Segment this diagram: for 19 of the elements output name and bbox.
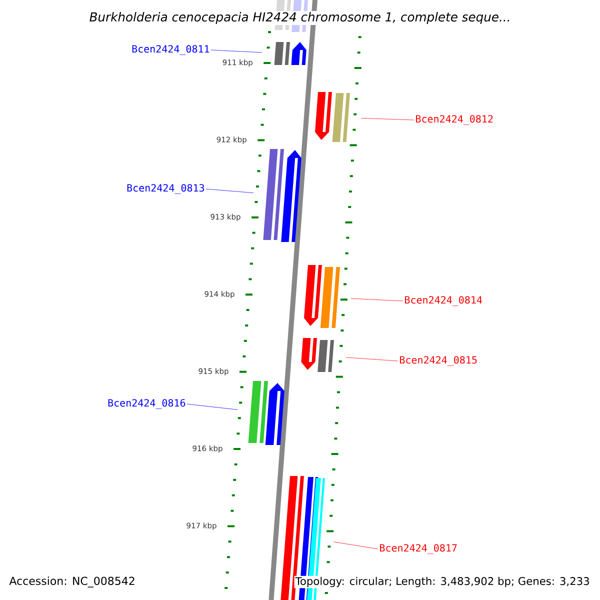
- gene-bar: [274, 42, 290, 65]
- gene-label: Bcen2424_0815: [400, 356, 477, 366]
- leader-line: [186, 404, 238, 410]
- gene-bar: [320, 267, 340, 328]
- leader-line: [350, 298, 404, 302]
- gene-label: Bcen2424_0811: [132, 45, 210, 55]
- gene-label: Bcen2424_0816: [108, 399, 186, 409]
- leader-line: [210, 50, 262, 53]
- gene-bar: [318, 340, 334, 372]
- gene-bar: [248, 381, 268, 443]
- leader-line: [206, 188, 254, 194]
- gene-bar: [263, 149, 284, 240]
- gene-label: Bcen2424_0817: [380, 544, 457, 554]
- accession-text: Accession: NC_008542: [8, 576, 136, 588]
- gene-bar: [332, 93, 350, 142]
- gene-label: Bcen2424_0814: [405, 296, 482, 306]
- gene-label: Bcen2424_0813: [127, 184, 204, 194]
- gene-label: Bcen2424_0812: [416, 115, 493, 125]
- leader-line: [346, 357, 398, 362]
